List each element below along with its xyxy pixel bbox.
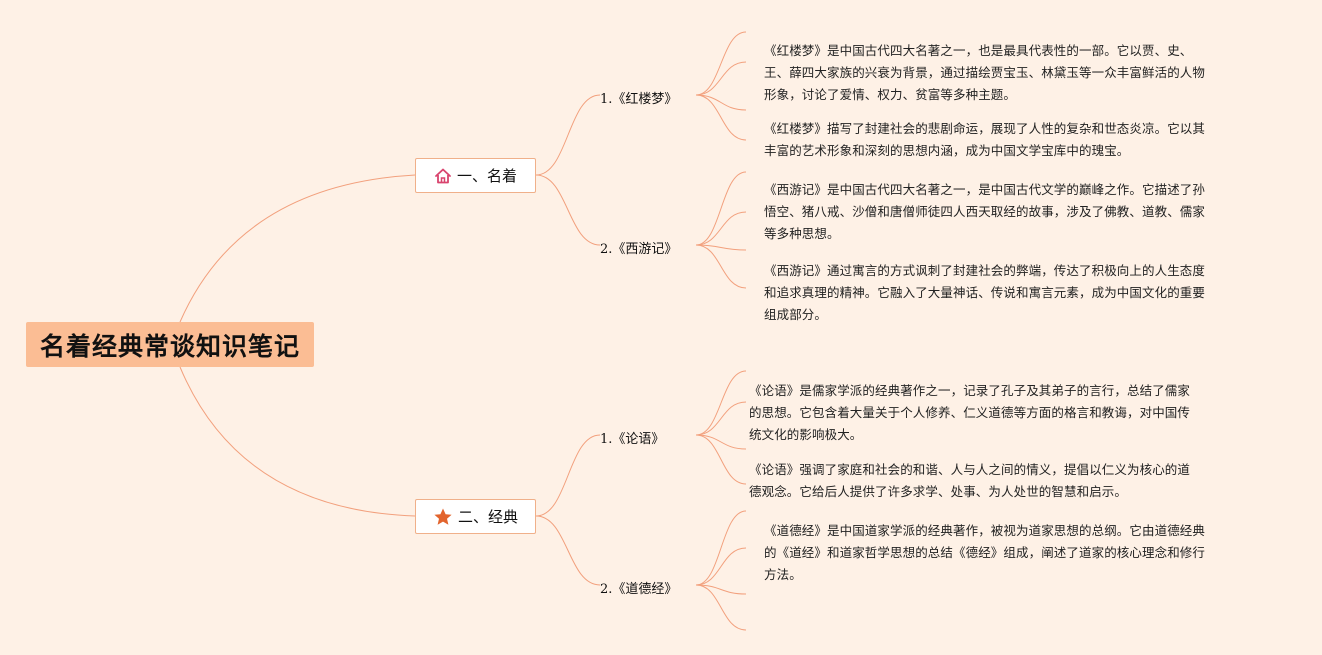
note-daodejing-1: 《道德经》是中国道家学派的经典著作，被视为道家思想的总纲。它由道德经典 的《道经…	[764, 523, 1206, 582]
connector-hlm-fan-2	[695, 94, 747, 111]
connector-root-to-classics	[179, 366, 416, 517]
connector-ddj-fan-1	[695, 547, 747, 586]
note-lunyu-2: 《论语》强调了家庭和社会的和谐、人与人之间的情义，提倡以仁义为核心的道 德观念。…	[749, 462, 1191, 499]
connector-xyj-fan-1	[695, 211, 747, 246]
connector-ly-fan-3	[695, 434, 747, 485]
note-xiyouji-1: 《西游记》是中国古代四大名著之一，是中国古代文学的巅峰之作。它描述了孙 悟空、猪…	[764, 182, 1206, 241]
connector-hlm-fan-1	[695, 61, 747, 96]
category-label: 二、经典	[457, 508, 518, 526]
note-hongloumeng-2: 《红楼梦》描写了封建社会的悲剧命运，展现了人性的复杂和世态炎凉。它以其 丰富的艺…	[764, 121, 1206, 158]
book-node-xiyouji[interactable]: 2.《西游记》	[600, 242, 678, 257]
connector-famous-to-xyj	[535, 174, 601, 246]
book-node-hongloumeng[interactable]: 1.《红楼梦》	[600, 92, 678, 107]
category-node-classics[interactable]: 二、经典	[415, 499, 536, 534]
root-topic[interactable]: 名着经典常谈知识笔记	[26, 322, 314, 367]
connector-ddj-fan-3	[695, 584, 747, 631]
category-label: 一、名着	[456, 167, 517, 185]
connector-root-to-famous	[179, 174, 416, 323]
connector-famous-to-hlm	[535, 94, 601, 176]
note-hongloumeng-1: 《红楼梦》是中国古代四大名著之一，也是最具代表性的一部。它以贾、史、 王、薛四大…	[764, 43, 1206, 102]
note-lunyu-1: 《论语》是儒家学派的经典著作之一，记录了孔子及其弟子的言行，总结了儒家 的思想。…	[749, 383, 1191, 442]
book-node-daodejing[interactable]: 2.《道德经》	[600, 582, 678, 597]
house-icon	[434, 167, 452, 185]
category-node-famous-works[interactable]: 一、名着	[415, 158, 536, 193]
connector-ly-fan-1	[695, 401, 747, 436]
note-xiyouji-2: 《西游记》通过寓言的方式讽刺了封建社会的弊端，传达了积极向上的人生态度 和追求真…	[764, 263, 1206, 322]
connector-classics-to-ly	[535, 434, 601, 517]
star-icon	[433, 507, 453, 527]
connector-classics-to-ddj	[535, 515, 601, 586]
connector-xyj-fan-2	[695, 244, 747, 251]
connector-xyj-fan-0	[695, 171, 747, 246]
connector-ddj-fan-0	[695, 510, 747, 586]
connector-xyj-fan-3	[695, 244, 747, 289]
connector-hlm-fan-0	[695, 31, 747, 96]
connector-ly-fan-0	[695, 370, 747, 436]
connector-hlm-fan-3	[695, 94, 747, 141]
connector-ddj-fan-2	[695, 584, 747, 595]
book-node-lunyu[interactable]: 1.《论语》	[600, 432, 665, 447]
